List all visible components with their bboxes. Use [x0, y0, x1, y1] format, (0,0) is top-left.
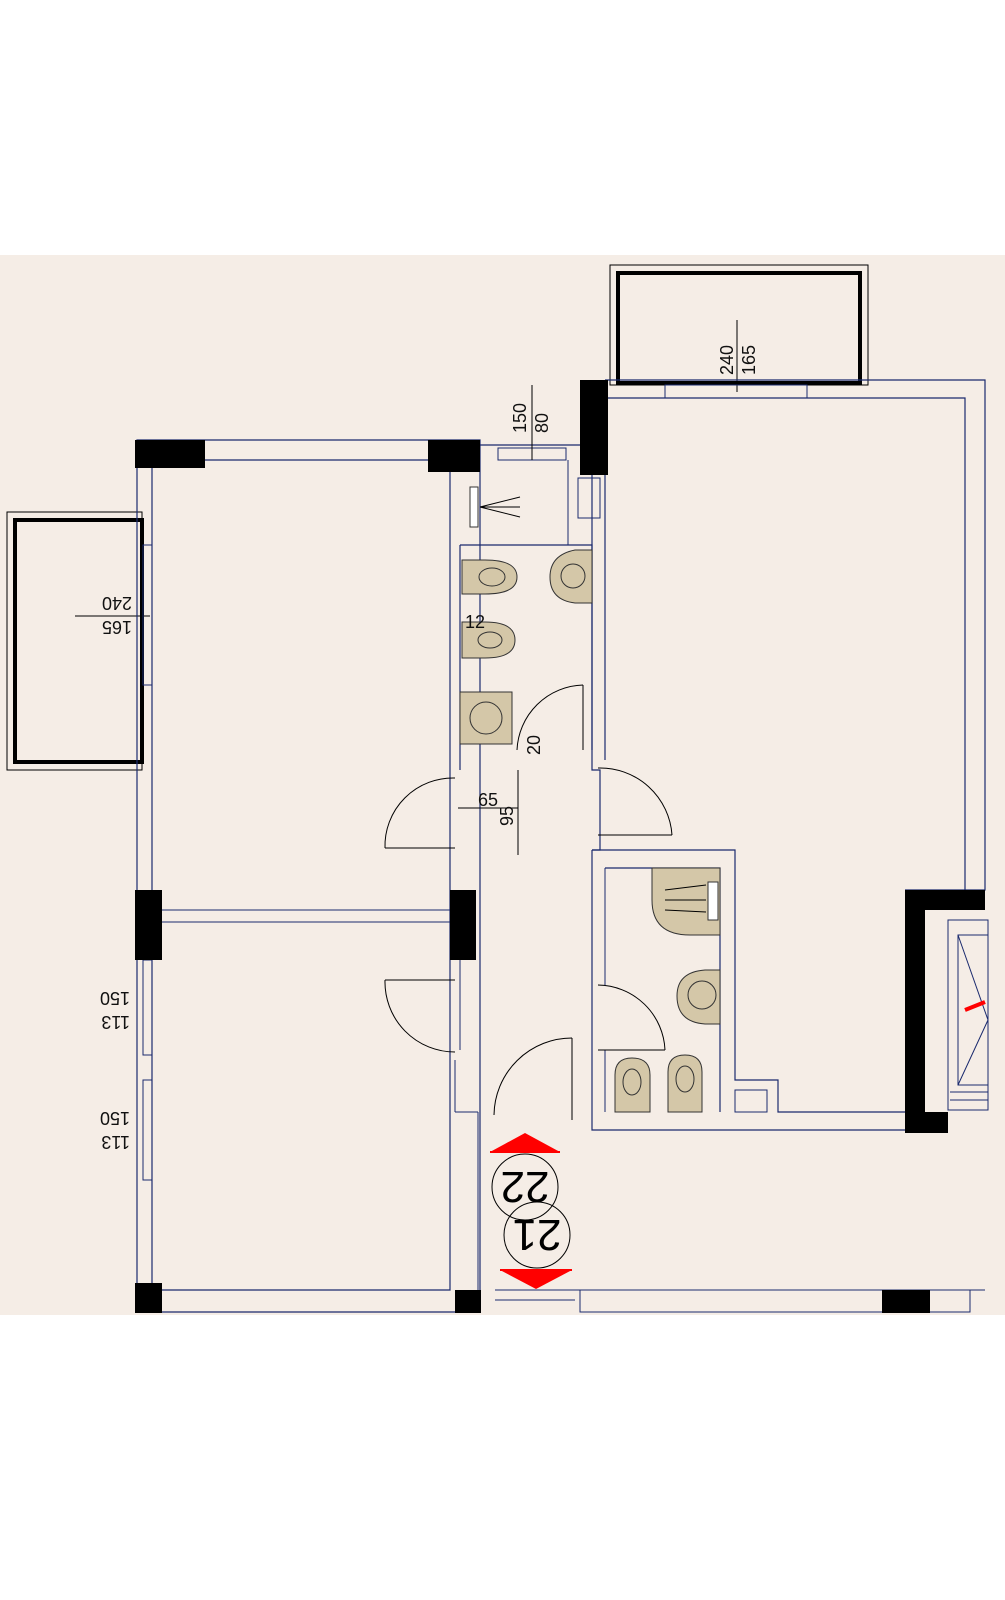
- shower-icon: [469, 486, 521, 528]
- stair-icon: [947, 919, 989, 1111]
- top-balcony: [609, 264, 869, 392]
- washing-machine-icon: [459, 691, 513, 745]
- dim-corridor-width: 65: [478, 790, 498, 810]
- dim-door-gap: 20: [524, 735, 544, 755]
- dim-top-window-b: 150: [510, 403, 530, 433]
- door-swing-icon: [597, 984, 666, 1051]
- direction-arrow-icon: [500, 1269, 572, 1289]
- marker-upper: 22: [491, 1153, 559, 1221]
- toilet-icon: [461, 621, 516, 659]
- left-balcony: [6, 511, 150, 771]
- dim-top-balcony-a: 165: [739, 345, 759, 375]
- windows: [142, 384, 808, 1181]
- shower-icon: [651, 867, 721, 936]
- dim-top-balcony-b: 240: [717, 345, 737, 375]
- door-swing-icon: [384, 777, 456, 849]
- dim-corridor-depth: 95: [497, 806, 517, 826]
- washbasin-icon: [549, 549, 593, 604]
- door-swing-icon: [516, 684, 584, 751]
- floor-area: [0, 255, 1005, 1315]
- dimension-lines: [458, 385, 533, 855]
- washbasin-icon: [676, 969, 721, 1025]
- dim-left-balcony-b: 165: [102, 617, 132, 637]
- dim-left-window1-a: 150: [100, 988, 130, 1008]
- dim-top-window-a: 80: [532, 413, 552, 433]
- door-swing-icon: [597, 767, 673, 836]
- pillars: [135, 380, 985, 1313]
- dim-bath-small: 12: [465, 612, 485, 632]
- dim-left-window2-b: 113: [101, 1132, 130, 1152]
- dim-left-balcony-a: 240: [102, 593, 132, 613]
- toilet-icon: [461, 559, 518, 595]
- marker-lower-label: 21: [513, 1210, 562, 1259]
- marker-lower: 21: [503, 1201, 571, 1269]
- dim-left-window1-b: 113: [101, 1012, 130, 1032]
- toilet-icon: [667, 1054, 703, 1113]
- toilet-icon: [614, 1057, 651, 1113]
- door-swing-icon: [493, 1037, 573, 1120]
- direction-arrow-icon: [490, 1133, 560, 1153]
- marker-upper-label: 22: [501, 1162, 550, 1211]
- dim-left-window2-a: 150: [100, 1108, 130, 1128]
- door-swing-icon: [384, 979, 456, 1053]
